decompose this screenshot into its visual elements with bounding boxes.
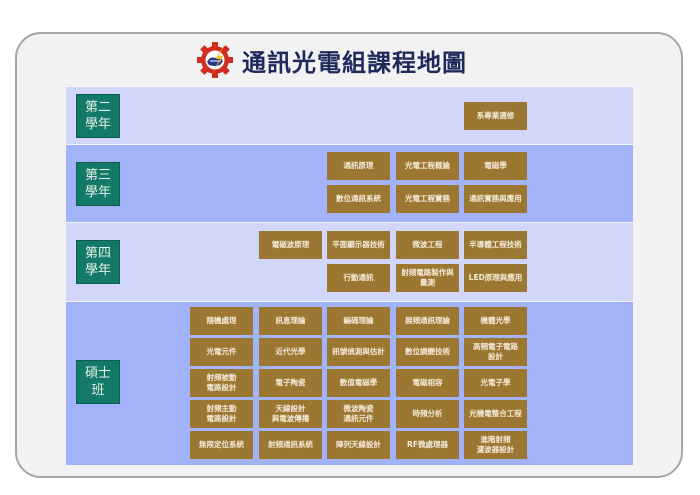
course-box[interactable]: 通訊實務與應用 (464, 185, 527, 213)
course-box[interactable]: 光電工程實務 (396, 185, 459, 213)
course-box[interactable]: 微波工程 (396, 231, 459, 259)
course-box[interactable]: 時頻分析 (396, 400, 459, 428)
course-box[interactable]: 光電子學 (464, 369, 527, 397)
course-box[interactable]: 訊息理論 (259, 307, 322, 335)
course-box[interactable]: 電子陶瓷 (259, 369, 322, 397)
course-box[interactable]: 數位通訊系統 (327, 185, 390, 213)
course-box[interactable]: 行動通訊 (327, 264, 390, 292)
course-box[interactable]: 系專業選修 (464, 102, 527, 130)
course-box[interactable]: 展頻通訊理論 (396, 307, 459, 335)
year-label-masters: 碩士 班 (76, 360, 120, 404)
course-box[interactable]: RF微處理器 (396, 431, 459, 459)
course-box[interactable]: 射頻通訊系統 (259, 431, 322, 459)
course-box[interactable]: 數值電磁學 (327, 369, 390, 397)
course-box[interactable]: 光電元件 (190, 338, 253, 366)
course-box[interactable]: 無限定位系統 (190, 431, 253, 459)
course-box[interactable]: 電磁相容 (396, 369, 459, 397)
course-box[interactable]: 隨機處理 (190, 307, 253, 335)
course-box[interactable]: 數位調變技術 (396, 338, 459, 366)
course-box[interactable]: LED原理與應用 (464, 264, 527, 292)
course-box[interactable]: 射頻主動 電路設計 (190, 400, 253, 428)
course-box[interactable]: 射頻被動 電路設計 (190, 369, 253, 397)
course-box[interactable]: 訊號偵測與估計 (327, 338, 390, 366)
course-box[interactable]: 陣列天線設計 (327, 431, 390, 459)
course-box[interactable]: 近代光學 (259, 338, 322, 366)
course-box[interactable]: 射頻電路製作與 量測 (396, 264, 459, 292)
course-box[interactable]: 電磁學 (464, 152, 527, 180)
year-label-4: 第四 學年 (76, 240, 120, 284)
course-box[interactable]: 進階射頻 濾波器設計 (464, 431, 527, 459)
header: 通訊光電組課程地圖 (196, 40, 467, 80)
course-box[interactable]: 高頻電子電路 設計 (464, 338, 527, 366)
course-box[interactable]: 機體光學 (464, 307, 527, 335)
course-box[interactable]: 半導體工程技術 (464, 231, 527, 259)
year-label-3: 第三 學年 (76, 162, 120, 206)
gear-lightning-logo-icon (196, 41, 234, 79)
year-label-2: 第二 學年 (76, 94, 120, 138)
course-box[interactable]: 光電工程概論 (396, 152, 459, 180)
course-box[interactable]: 編碼理論 (327, 307, 390, 335)
course-box[interactable]: 微波陶瓷 通訊元件 (327, 400, 390, 428)
band-year-2 (66, 87, 633, 144)
course-box[interactable]: 平面顯示器技術 (327, 231, 390, 259)
page-title: 通訊光電組課程地圖 (242, 48, 467, 77)
course-box[interactable]: 天線設計 與電波傳播 (259, 400, 322, 428)
course-box[interactable]: 通訊原理 (327, 152, 390, 180)
course-box[interactable]: 電磁波原理 (259, 231, 322, 259)
course-box[interactable]: 光機電整合工程 (464, 400, 527, 428)
